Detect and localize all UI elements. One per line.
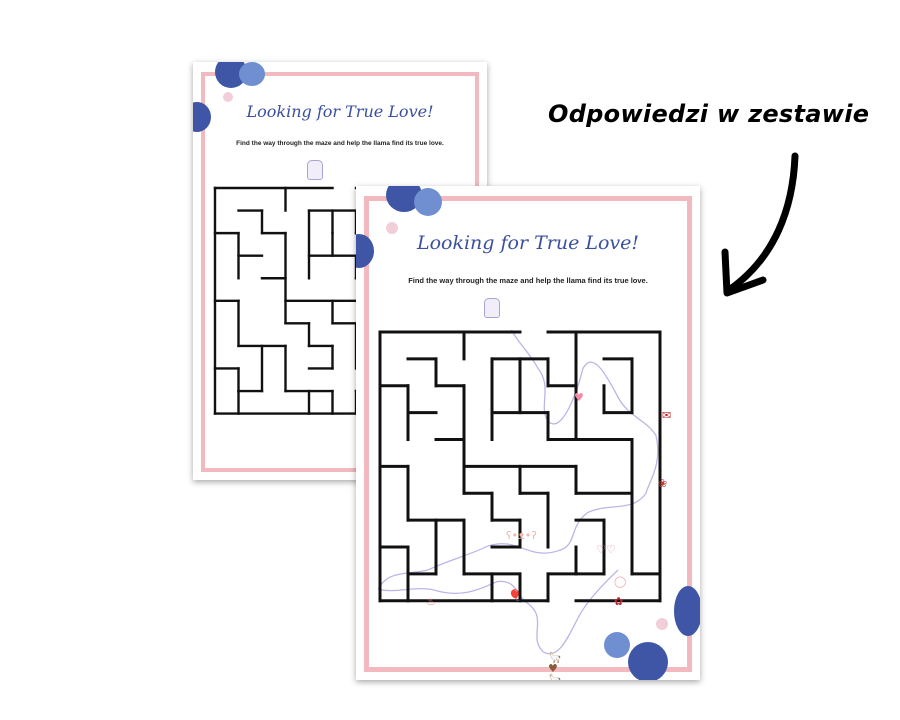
worksheet-title: Looking for True Love! [246,102,434,121]
worksheet-instructions: Find the way through the maze and help t… [236,140,444,147]
worksheet-page-front: Looking for True Love! Find the way thro… [356,186,700,680]
answers-included-label: Odpowiedzi w zestawie [548,100,870,128]
maze-solution-grid [378,330,662,655]
rose-sticker: ❀ [658,477,668,490]
worksheet-title: Looking for True Love! [416,232,640,254]
page-frame [364,196,692,672]
flower-decoration-icon [604,632,630,658]
ring-sticker: ◯ [614,575,627,588]
llama-couple-sticker: 🦙♥🦙 [548,651,562,680]
flower-decoration-icon [223,92,233,102]
llama-start-icon [307,160,323,180]
heart-glasses-sticker: ♡♡ [596,543,616,556]
love-letter-sticker: ✉ [662,409,672,422]
flower-decoration-icon [193,102,211,132]
roses-bouquet-sticker: ✿ [614,595,624,608]
curved-arrow-icon [721,152,799,297]
balloons-sticker: 🎈 [508,589,522,602]
cupcake-sticker: ♨ [426,595,436,608]
flower-decoration-icon [656,618,668,630]
flower-decoration-icon [356,234,374,268]
heart-sticker: ♥ [574,391,584,404]
teddy-bear-sticker: ʕ•ᴥ•ʔ [506,529,537,542]
flower-decoration-icon [628,642,668,680]
llama-start-icon [484,298,500,318]
flower-decoration-icon [674,586,700,636]
flower-decoration-icon [386,222,398,234]
worksheet-instructions: Find the way through the maze and help t… [408,276,648,285]
flower-decoration-icon [239,62,265,86]
flower-decoration-icon [414,188,442,216]
